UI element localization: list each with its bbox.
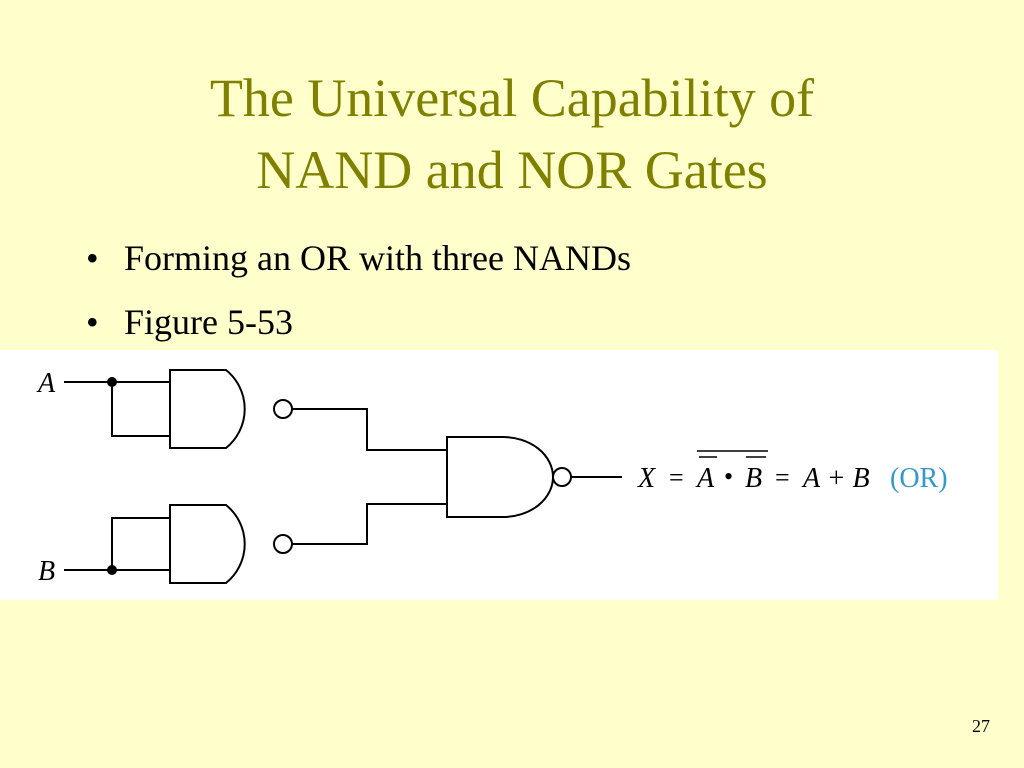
equation-equals-1: = <box>669 463 684 492</box>
nand-bubble-1 <box>273 399 293 419</box>
nand-bubble-3 <box>552 467 572 487</box>
equation-dot: • <box>724 462 733 491</box>
slide-title-line-1: The Universal Capability of <box>209 68 815 128</box>
wire-g2-to-g3 <box>292 503 447 545</box>
bullet-item: • Figure 5-53 <box>84 296 631 360</box>
equation-b: B <box>745 463 762 494</box>
slide-title: The Universal Capability of NAND and NOR… <box>0 62 1024 206</box>
junction-dot-b <box>107 565 117 575</box>
circuit-figure: A B X A B A + B = • = (OR) <box>0 350 998 600</box>
bullet-item: • Forming an OR with three NANDs <box>84 232 631 296</box>
wire-a-tie <box>111 382 170 437</box>
bullet-dot-icon: • <box>86 238 99 278</box>
bullet-list: • Forming an OR with three NANDs • Figur… <box>84 232 631 360</box>
slide-title-line-2: NAND and NOR Gates <box>256 140 768 200</box>
page-number: 27 <box>972 716 990 736</box>
equation-sum: A + B <box>801 463 870 494</box>
bullet-text: Forming an OR with three NANDs <box>124 238 631 278</box>
equation-x: X <box>637 463 656 494</box>
bullet-dot-icon: • <box>86 302 99 342</box>
nand-bubble-2 <box>273 534 293 554</box>
junction-dot-a <box>107 377 117 387</box>
input-label-a: A <box>36 368 56 399</box>
wire-g1-to-g3 <box>292 408 447 451</box>
nand-gate-2 <box>169 504 246 584</box>
or-label: (OR) <box>890 463 948 494</box>
input-label-b: B <box>38 556 55 587</box>
bullet-text: Figure 5-53 <box>124 302 293 342</box>
nand-gate-1 <box>169 369 246 449</box>
equation-equals-2: = <box>775 463 790 492</box>
nand-gate-3 <box>446 436 554 518</box>
wire-b-tie <box>111 517 170 570</box>
circuit-diagram: A B X A B A + B = • = (OR) <box>36 368 948 587</box>
equation-a: A <box>695 463 715 494</box>
